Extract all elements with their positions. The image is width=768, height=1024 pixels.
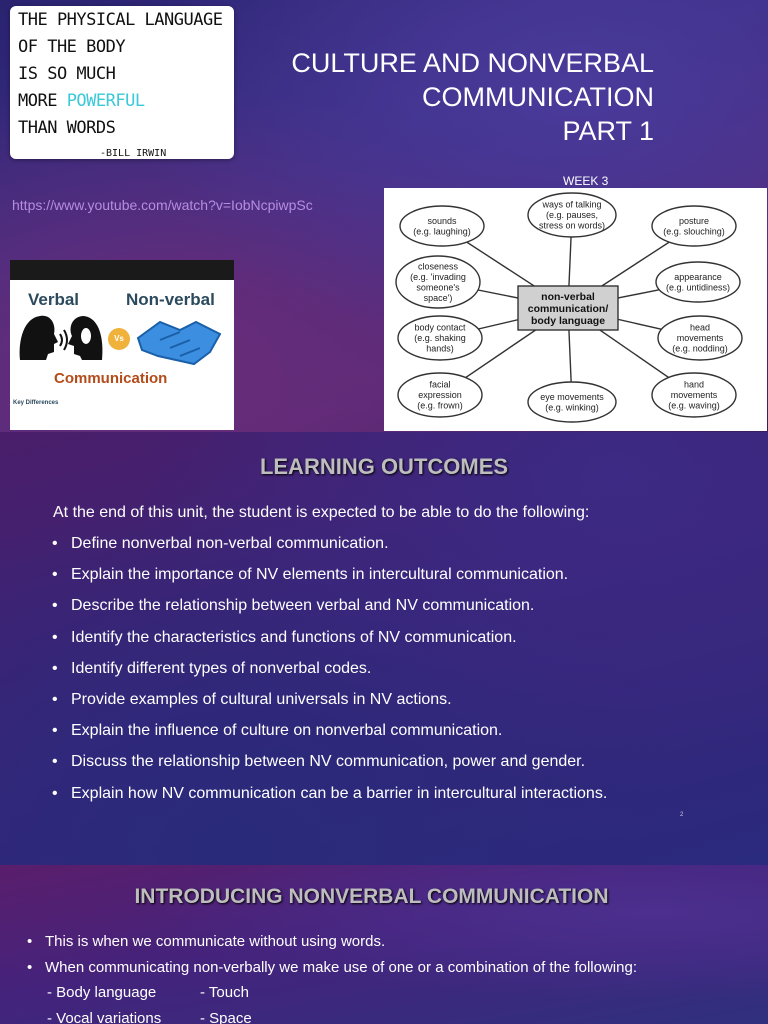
video-link[interactable]: https://www.youtube.com/watch?v=IobNcpiw… bbox=[12, 197, 313, 213]
communication-label: Communication bbox=[54, 370, 168, 387]
quote-author: -BILL IRWIN bbox=[100, 148, 167, 159]
diagram-node-text: closeness bbox=[418, 261, 459, 271]
vs-badge: Vs bbox=[108, 328, 130, 350]
quote-accent-word: POWERFUL bbox=[66, 91, 145, 111]
diagram-node-text: (e.g. 'invading bbox=[410, 272, 466, 282]
outcome-item: Explain the influence of culture on nonv… bbox=[52, 721, 607, 752]
outcome-item: Describe the relationship between verbal… bbox=[52, 596, 607, 627]
outcome-item: Define nonverbal non-verbal communicatio… bbox=[52, 534, 607, 565]
diagram-node-text: head bbox=[690, 323, 710, 333]
intro-list: This is when we communicate without usin… bbox=[27, 932, 637, 984]
quote-line-2: OF THE BODY bbox=[18, 37, 126, 57]
diagram-svg: sounds(e.g. laughing)ways of talking(e.g… bbox=[395, 192, 743, 423]
speaking-heads-icon bbox=[19, 315, 103, 360]
outcome-item: Discuss the relationship between NV comm… bbox=[52, 752, 607, 783]
diagram-node-text: body contact bbox=[414, 323, 466, 333]
diagram-node: appearance(e.g. untidiness) bbox=[655, 261, 741, 303]
diagram-node-text: ways of talking bbox=[541, 200, 601, 210]
sub-item-vocal-variations: - Vocal variations bbox=[47, 1010, 162, 1024]
image-top-bar bbox=[10, 260, 234, 280]
diagram-center-text: communication/ bbox=[528, 303, 609, 315]
diagram-node-text: movements bbox=[671, 390, 718, 400]
diagram-node: ways of talking(e.g. pauses,stress on wo… bbox=[527, 192, 617, 238]
diagram-node-text: space') bbox=[424, 293, 453, 303]
outcomes-intro: At the end of this unit, the student is … bbox=[53, 504, 590, 521]
title-slide: THE PHYSICAL LANGUAGE OF THE BODY IS SO … bbox=[0, 0, 768, 432]
outcome-list: Define nonverbal non-verbal communicatio… bbox=[52, 534, 607, 815]
diagram-node-text: expression bbox=[418, 390, 462, 400]
intro-title: INTRODUCING NONVERBAL COMMUNICATION bbox=[134, 885, 609, 908]
diagram-node-text: posture bbox=[679, 216, 709, 226]
diagram-node-text: movements bbox=[677, 333, 724, 343]
sub-item-body-language: - Body language bbox=[47, 984, 157, 1001]
quote-line-1: THE PHYSICAL LANGUAGE bbox=[18, 10, 223, 30]
quote-line-4-prefix: MORE bbox=[18, 91, 67, 111]
diagram-node-text: appearance bbox=[674, 272, 722, 282]
handshake-icon bbox=[136, 320, 222, 366]
outcomes-title: LEARNING OUTCOMES bbox=[259, 454, 509, 479]
learning-outcomes-slide: LEARNING OUTCOMES At the end of this uni… bbox=[0, 432, 768, 865]
week-label: WEEK 3 bbox=[563, 174, 609, 188]
quote-line-3: IS SO MUCH bbox=[18, 64, 116, 84]
outcome-item: Explain the importance of NV elements in… bbox=[52, 565, 607, 596]
page-number: 2 bbox=[680, 812, 684, 818]
diagram-node-text: sounds bbox=[427, 216, 457, 226]
slide-title-line-1: CULTURE AND NONVERBAL bbox=[291, 48, 654, 78]
diagram-node-text: hand bbox=[684, 380, 704, 390]
intro-nonverbal-slide: INTRODUCING NONVERBAL COMMUNICATION This… bbox=[0, 865, 768, 1024]
sub-item-touch: - Touch bbox=[200, 984, 249, 1001]
quote-line-5: THAN WORDS bbox=[18, 118, 116, 138]
diagram-node: sounds(e.g. laughing) bbox=[399, 205, 485, 247]
nonverbal-diagram: sounds(e.g. laughing)ways of talking(e.g… bbox=[384, 188, 767, 431]
diagram-node-text: (e.g. frown) bbox=[417, 401, 463, 411]
quote-card: THE PHYSICAL LANGUAGE OF THE BODY IS SO … bbox=[10, 6, 234, 159]
diagram-node-text: (e.g. laughing) bbox=[413, 226, 471, 236]
outcome-item: Identify the characteristics and functio… bbox=[52, 628, 607, 659]
diagram-node-text: (e.g. winking) bbox=[545, 402, 599, 412]
diagram-node-text: hands) bbox=[426, 344, 454, 354]
diagram-node-text: someone's bbox=[416, 282, 460, 292]
diagram-node-text: facial bbox=[429, 380, 450, 390]
diagram-node-text: (e.g. shaking bbox=[414, 333, 466, 343]
diagram-node-text: (e.g. pauses, bbox=[546, 210, 598, 220]
diagram-node-text: (e.g. waving) bbox=[668, 401, 720, 411]
diagram-node-text: (e.g. slouching) bbox=[663, 226, 725, 236]
sub-item-space: - Space bbox=[200, 1010, 252, 1024]
key-differences-label: Key Differences bbox=[13, 400, 59, 406]
intro-bullet: This is when we communicate without usin… bbox=[27, 932, 637, 958]
slide-title-line-3: PART 1 bbox=[562, 116, 654, 146]
outcome-item: Provide examples of cultural universals … bbox=[52, 690, 607, 721]
diagram-node-text: (e.g. nodding) bbox=[672, 344, 728, 354]
diagram-node: eye movements(e.g. winking) bbox=[527, 381, 617, 423]
diagram-center-text: non-verbal bbox=[541, 291, 595, 303]
verbal-label: Verbal bbox=[28, 290, 80, 309]
quote-line-4: MORE POWERFUL bbox=[18, 91, 145, 111]
diagram-node-text: stress on words) bbox=[539, 221, 605, 231]
nonverbal-label: Non-verbal bbox=[126, 290, 215, 309]
outcome-item: Explain how NV communication can be a ba… bbox=[52, 784, 607, 815]
diagram-node-text: eye movements bbox=[540, 392, 604, 402]
intro-bullet: When communicating non-verbally we make … bbox=[27, 958, 637, 984]
diagram-node-text: (e.g. untidiness) bbox=[666, 282, 730, 292]
diagram-node: posture(e.g. slouching) bbox=[651, 205, 737, 247]
verbal-vs-nonverbal-image: Verbal Non-verbal Vs Communication Key D… bbox=[10, 260, 234, 430]
slide-title-line-2: COMMUNICATION bbox=[422, 82, 654, 112]
outcome-item: Identify different types of nonverbal co… bbox=[52, 659, 607, 690]
diagram-center-text: body language bbox=[531, 315, 605, 327]
